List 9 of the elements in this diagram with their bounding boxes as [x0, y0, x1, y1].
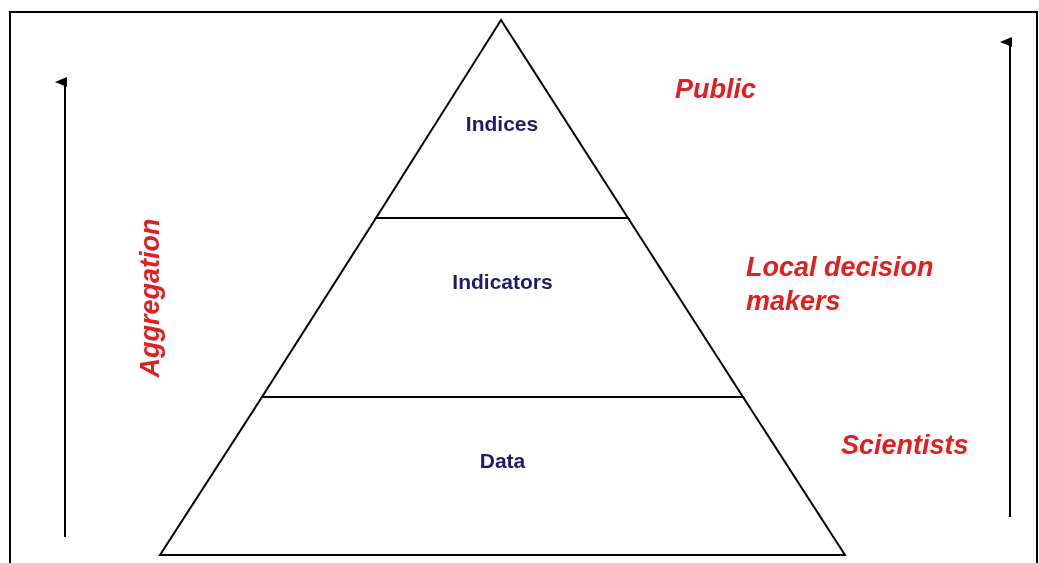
axis-label: Aggregation [134, 217, 166, 380]
audience-label: Local decision makers [746, 251, 935, 318]
tier-label: Indicators [452, 270, 553, 293]
pyramid-tier [376, 20, 628, 218]
audience-label: Scientists [841, 429, 970, 462]
tier-label: Indices [465, 112, 539, 135]
pyramid-tier [262, 218, 743, 397]
tier-label: Data [479, 449, 526, 472]
audience-label: Public [675, 73, 757, 106]
